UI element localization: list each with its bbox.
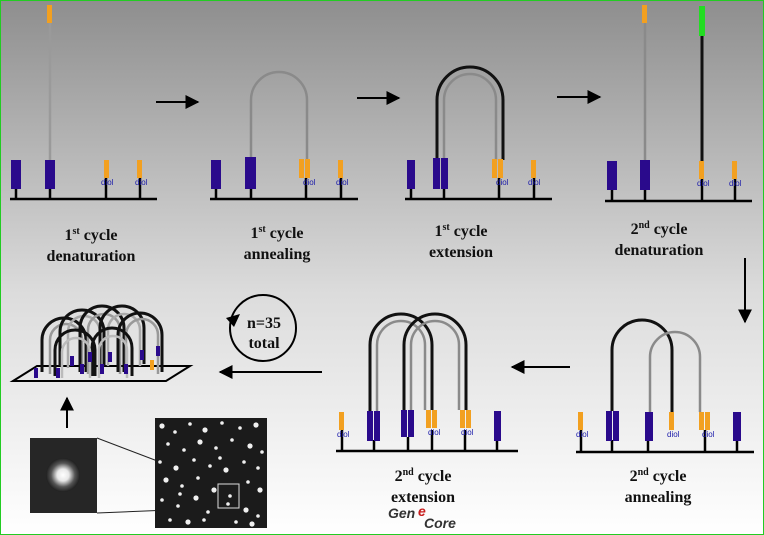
diol-label: diol — [496, 178, 509, 187]
zoom-box — [217, 483, 240, 509]
diol-label: diol — [528, 178, 541, 187]
step-label-2nd-extension: 2nd cycle extension — [391, 467, 455, 507]
fluorescent-spot — [197, 439, 203, 445]
green-tag — [699, 6, 705, 36]
fluorescent-spot — [196, 476, 200, 480]
fluorescent-spot — [220, 421, 224, 425]
fluorescent-spot — [159, 423, 165, 429]
diol-label: diol — [101, 178, 114, 187]
new-strand — [610, 318, 674, 412]
fluorescent-spot — [247, 443, 253, 449]
fluorescent-spot — [168, 518, 172, 522]
fluorescent-spot — [202, 518, 206, 522]
flow-cell-image — [155, 418, 267, 528]
fluorescent-spot — [185, 519, 191, 525]
fluorescent-spot — [211, 487, 217, 493]
template-bridge — [442, 72, 498, 160]
template-bridge — [648, 330, 702, 412]
fluorescent-spot — [182, 448, 186, 452]
primer-block — [45, 160, 55, 189]
step-label-1st-extension: 1st cycle extension — [429, 222, 493, 262]
fluorescent-spot — [178, 492, 182, 496]
fluorescence-images — [30, 418, 267, 528]
fluorescent-spot — [256, 514, 260, 518]
fluorescent-spot — [226, 502, 230, 506]
fluorescent-spot — [260, 450, 264, 454]
fluorescent-spot — [228, 494, 232, 498]
dna-cluster — [9, 304, 194, 382]
fluorescent-spot — [193, 495, 199, 501]
fluorescent-spot — [163, 477, 169, 483]
step-label-2nd-annealing: 2nd cycle annealing — [624, 467, 692, 507]
fluorescent-spot — [192, 458, 196, 462]
repeat-cycle-icon — [226, 294, 297, 362]
panel-1st-annealing — [210, 70, 358, 201]
genecore-logo: Gen e Core — [388, 503, 456, 531]
fluorescent-spot — [257, 487, 263, 493]
step-label-2nd-denaturation: 2nd cycle denaturation — [614, 220, 704, 260]
panel-2nd-annealing — [576, 318, 754, 454]
fluorescent-spot — [234, 520, 238, 524]
template-bridge — [249, 70, 309, 160]
primer-block — [11, 160, 21, 189]
fluorescent-spot — [214, 446, 218, 450]
panel-1st-extension — [405, 65, 552, 201]
fluorescent-spot — [166, 442, 170, 446]
repeat-count: n=35 total — [246, 315, 281, 352]
fluorescent-spot — [202, 427, 208, 433]
diol-label: diol — [667, 430, 680, 439]
fluorescent-spot — [242, 460, 246, 464]
fluorescent-spot — [230, 438, 234, 442]
fluorescent-spot — [206, 510, 210, 514]
fluorescent-spot — [246, 480, 250, 484]
fluorescent-spot — [243, 507, 249, 513]
fluorescent-spot — [176, 504, 180, 508]
diol-labels: diol diol diol diol diol diol diol diol … — [101, 178, 742, 439]
fluorescent-spot — [249, 521, 255, 527]
diol-label: diol — [461, 428, 474, 437]
diol-label: diol — [336, 178, 349, 187]
flow-cell-surface — [9, 365, 194, 382]
fluorescent-spot — [253, 422, 259, 428]
fluorescent-spot — [208, 464, 212, 468]
diol-label: diol — [337, 430, 350, 439]
step-label-1st-annealing: 1st cycle annealing — [243, 224, 311, 264]
diol-label: diol — [729, 179, 742, 188]
fluorescent-spot — [173, 430, 177, 434]
fluorescent-spot — [223, 467, 229, 473]
diol-label: diol — [702, 430, 715, 439]
panel-2nd-denaturation — [605, 5, 752, 203]
fluorescent-spot — [158, 460, 162, 464]
panel-1st-denaturation — [10, 5, 157, 201]
panel-2nd-extension — [336, 312, 518, 453]
fluorescent-spot — [256, 466, 260, 470]
fluorescent-spot — [238, 426, 242, 430]
fluorescent-spot — [180, 484, 184, 488]
diol-label: diol — [576, 430, 589, 439]
fluorescent-spot — [160, 498, 164, 502]
diol-label: diol — [303, 178, 316, 187]
step-label-1st-denaturation: 1st cycle denaturation — [46, 226, 136, 266]
diol-label: diol — [428, 428, 441, 437]
fluorescent-spot — [218, 456, 222, 460]
new-strand — [435, 65, 505, 160]
fluorescent-spot — [188, 422, 192, 426]
diol-tag — [47, 5, 52, 23]
diol-label: diol — [697, 179, 710, 188]
diol-label: diol — [135, 178, 148, 187]
fluorescent-spot — [173, 465, 179, 471]
